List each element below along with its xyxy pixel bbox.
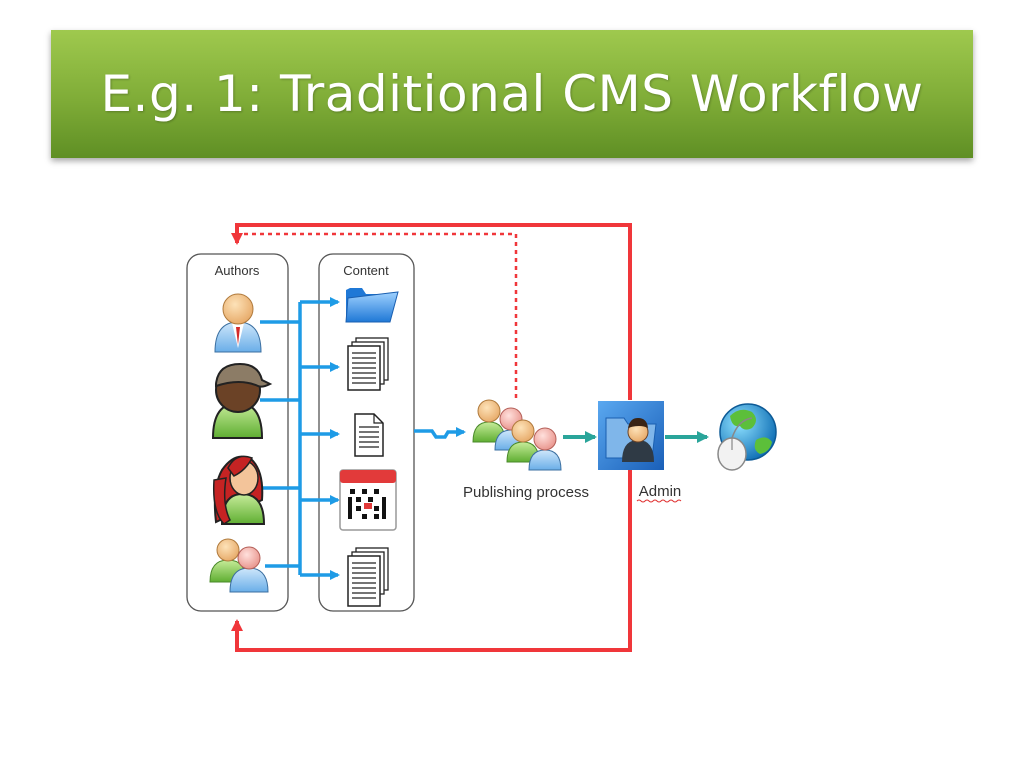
calendar-icon bbox=[339, 469, 397, 531]
content-to-publishing-arrow bbox=[414, 427, 466, 439]
feedback-loop-solid bbox=[231, 223, 632, 652]
documents-stack-icon bbox=[347, 337, 389, 391]
feedback-loop-dotted bbox=[243, 232, 518, 398]
user-red-hair-icon bbox=[212, 455, 266, 525]
folder-icon bbox=[345, 288, 399, 323]
slide-title: E.g. 1: Traditional CMS Workflow bbox=[100, 65, 924, 123]
publishing-process-label: Publishing process bbox=[463, 484, 589, 501]
author-content-connectors bbox=[260, 297, 340, 580]
user-with-cap-icon bbox=[211, 362, 273, 439]
content-label: Content bbox=[343, 263, 389, 278]
business-user-icon bbox=[214, 293, 262, 353]
document-icon bbox=[354, 413, 384, 457]
title-bar: E.g. 1: Traditional CMS Workflow bbox=[51, 30, 973, 158]
web-globe-icon bbox=[717, 403, 777, 471]
admin-label: Admin bbox=[639, 483, 682, 500]
admin-spellcheck-underline bbox=[636, 499, 682, 503]
admin-icon bbox=[598, 401, 664, 470]
documents-stack-icon-2 bbox=[347, 547, 389, 607]
publishing-process-icon bbox=[472, 399, 562, 471]
authors-label: Authors bbox=[215, 263, 260, 278]
user-group-icon bbox=[209, 538, 269, 593]
